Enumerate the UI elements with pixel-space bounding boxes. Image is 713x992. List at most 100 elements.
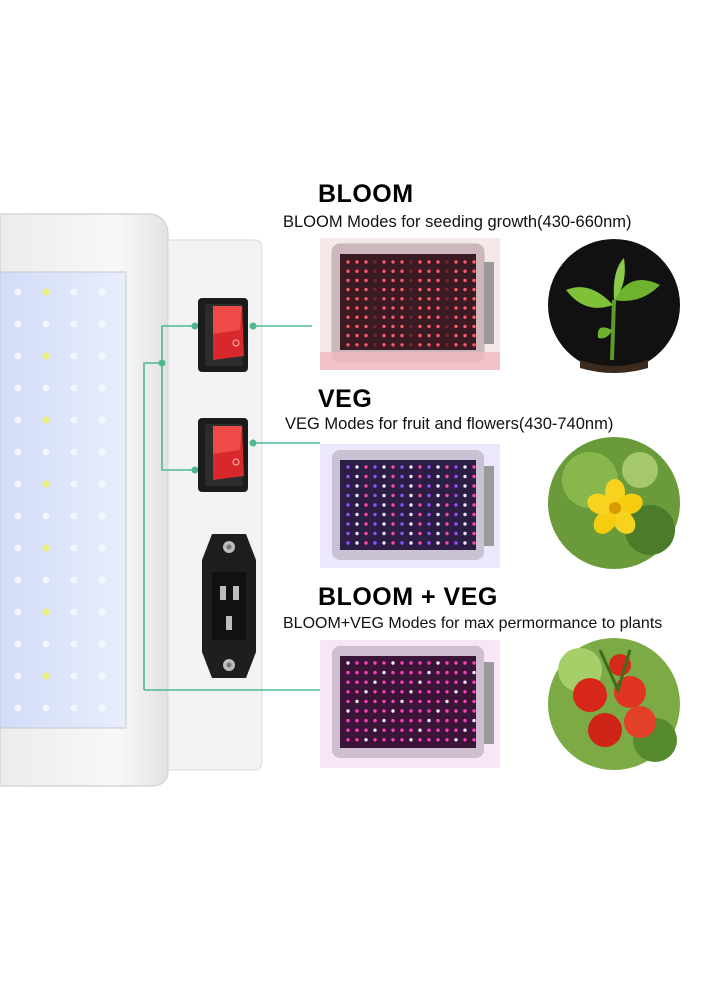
led-dot bbox=[418, 709, 422, 713]
led-dot bbox=[418, 484, 422, 488]
led-dot bbox=[346, 728, 350, 732]
led-dot bbox=[373, 718, 377, 723]
led-dot bbox=[42, 608, 50, 616]
led-dot bbox=[364, 306, 368, 310]
led-dot bbox=[364, 287, 368, 292]
led-dot bbox=[364, 484, 368, 488]
led-dot bbox=[436, 503, 440, 507]
led-dot bbox=[355, 484, 359, 488]
led-dot bbox=[436, 333, 440, 338]
led-dot bbox=[418, 738, 422, 742]
led-dot bbox=[409, 306, 413, 310]
led-dot bbox=[472, 522, 476, 526]
led-dot bbox=[70, 384, 78, 392]
led-dot bbox=[382, 315, 386, 319]
led-dot bbox=[400, 278, 404, 283]
led-dot bbox=[382, 493, 386, 498]
led-dot bbox=[391, 709, 395, 713]
led-dot bbox=[472, 728, 476, 732]
led-dot bbox=[346, 465, 350, 469]
led-dot bbox=[391, 728, 395, 732]
led-dot bbox=[391, 718, 395, 723]
led-dot bbox=[98, 352, 106, 360]
led-dot bbox=[454, 474, 458, 479]
led-dot bbox=[346, 699, 350, 704]
led-dot bbox=[400, 718, 404, 723]
led-dot bbox=[355, 541, 359, 545]
led-dot bbox=[355, 531, 359, 536]
led-dot bbox=[445, 333, 449, 338]
led-dot bbox=[409, 493, 413, 498]
led-dot bbox=[463, 680, 467, 684]
led-dot bbox=[391, 324, 395, 329]
led-dot bbox=[400, 709, 404, 713]
led-dot bbox=[364, 699, 368, 704]
led-dot bbox=[454, 278, 458, 283]
led-dot bbox=[98, 320, 106, 328]
led-dot bbox=[400, 738, 404, 742]
led-dot bbox=[42, 672, 50, 680]
led-dot bbox=[382, 297, 386, 301]
led-dot bbox=[42, 320, 50, 328]
seedling-photo-icon bbox=[548, 239, 680, 373]
led-dot bbox=[463, 541, 467, 545]
led-dot bbox=[373, 287, 377, 292]
led-dot bbox=[346, 278, 350, 283]
led-dot bbox=[445, 306, 449, 310]
led-dot bbox=[355, 512, 359, 517]
led-dot bbox=[391, 699, 395, 704]
led-dot bbox=[472, 680, 476, 684]
led-dot bbox=[346, 315, 350, 319]
led-dot bbox=[391, 503, 395, 507]
led-dot bbox=[98, 512, 106, 520]
led-dot bbox=[355, 709, 359, 713]
section-title-veg: VEG bbox=[318, 385, 373, 413]
led-dot bbox=[382, 728, 386, 732]
led-dot bbox=[42, 640, 50, 648]
led-dot bbox=[472, 541, 476, 545]
led-dot bbox=[373, 690, 377, 694]
led-dot bbox=[427, 484, 431, 488]
led-dot bbox=[418, 522, 422, 526]
led-dot bbox=[463, 531, 467, 536]
led-dot bbox=[454, 260, 458, 264]
led-dot bbox=[355, 661, 359, 665]
led-dot bbox=[418, 531, 422, 536]
led-dot bbox=[427, 690, 431, 694]
led-dot bbox=[42, 576, 50, 584]
led-dot bbox=[445, 718, 449, 723]
led-dot bbox=[400, 297, 404, 301]
led-dot bbox=[346, 522, 350, 526]
led-dot bbox=[364, 661, 368, 665]
led-dot bbox=[391, 493, 395, 498]
led-dot bbox=[364, 718, 368, 723]
led-dot bbox=[427, 670, 431, 675]
led-dot bbox=[445, 315, 449, 319]
led-dot bbox=[418, 260, 422, 264]
led-dot bbox=[42, 352, 50, 360]
led-dot bbox=[391, 531, 395, 536]
led-dot bbox=[454, 661, 458, 665]
led-dot bbox=[418, 503, 422, 507]
led-dot bbox=[373, 680, 377, 684]
led-dot bbox=[98, 544, 106, 552]
led-dot bbox=[364, 465, 368, 469]
led-dot bbox=[42, 544, 50, 552]
led-dot bbox=[463, 287, 467, 292]
led-dot bbox=[355, 278, 359, 283]
led-dot bbox=[418, 278, 422, 283]
led-dot bbox=[463, 474, 467, 479]
led-dot bbox=[436, 541, 440, 545]
led-dot bbox=[346, 512, 350, 517]
led-dot bbox=[400, 690, 404, 694]
led-dot bbox=[463, 522, 467, 526]
led-dot bbox=[382, 474, 386, 479]
led-dot bbox=[436, 269, 440, 273]
led-dot bbox=[427, 541, 431, 545]
led-dot bbox=[382, 670, 386, 675]
led-dot bbox=[391, 343, 395, 347]
led-dot bbox=[409, 541, 413, 545]
led-dot bbox=[436, 738, 440, 742]
cucumber-flower-photo-icon bbox=[548, 437, 680, 569]
led-dot bbox=[463, 718, 467, 723]
